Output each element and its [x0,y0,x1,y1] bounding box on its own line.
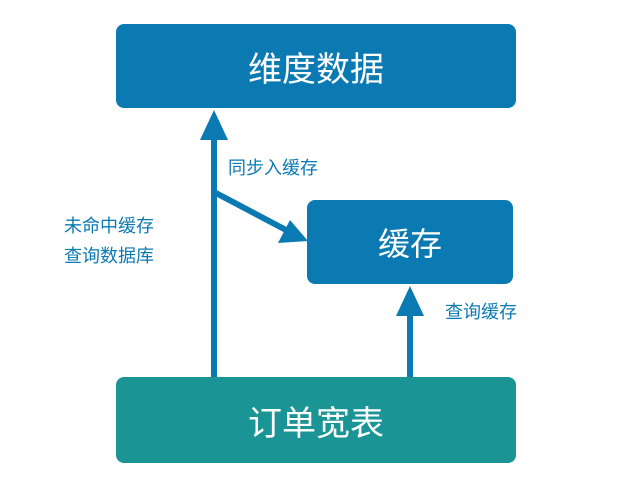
dimension-data-node: 维度数据 [116,24,516,108]
query-cache-label: 查询缓存 [445,302,517,323]
cache-miss-label: 未命中缓存 查询数据库 [64,212,154,272]
arrow-order-to-dimension-head [200,110,228,140]
order-wide-table-node: 订单宽表 [116,377,516,463]
cache-miss-label-line1: 未命中缓存 [64,216,154,237]
sync-to-cache-label: 同步入缓存 [228,158,318,179]
arrow-sync-to-cache-head [278,220,308,243]
arrow-sync-to-cache [212,189,288,233]
cache-node: 缓存 [307,200,513,284]
cache-miss-label-line2: 查询数据库 [64,246,154,267]
arrow-order-to-cache-head [396,286,424,316]
